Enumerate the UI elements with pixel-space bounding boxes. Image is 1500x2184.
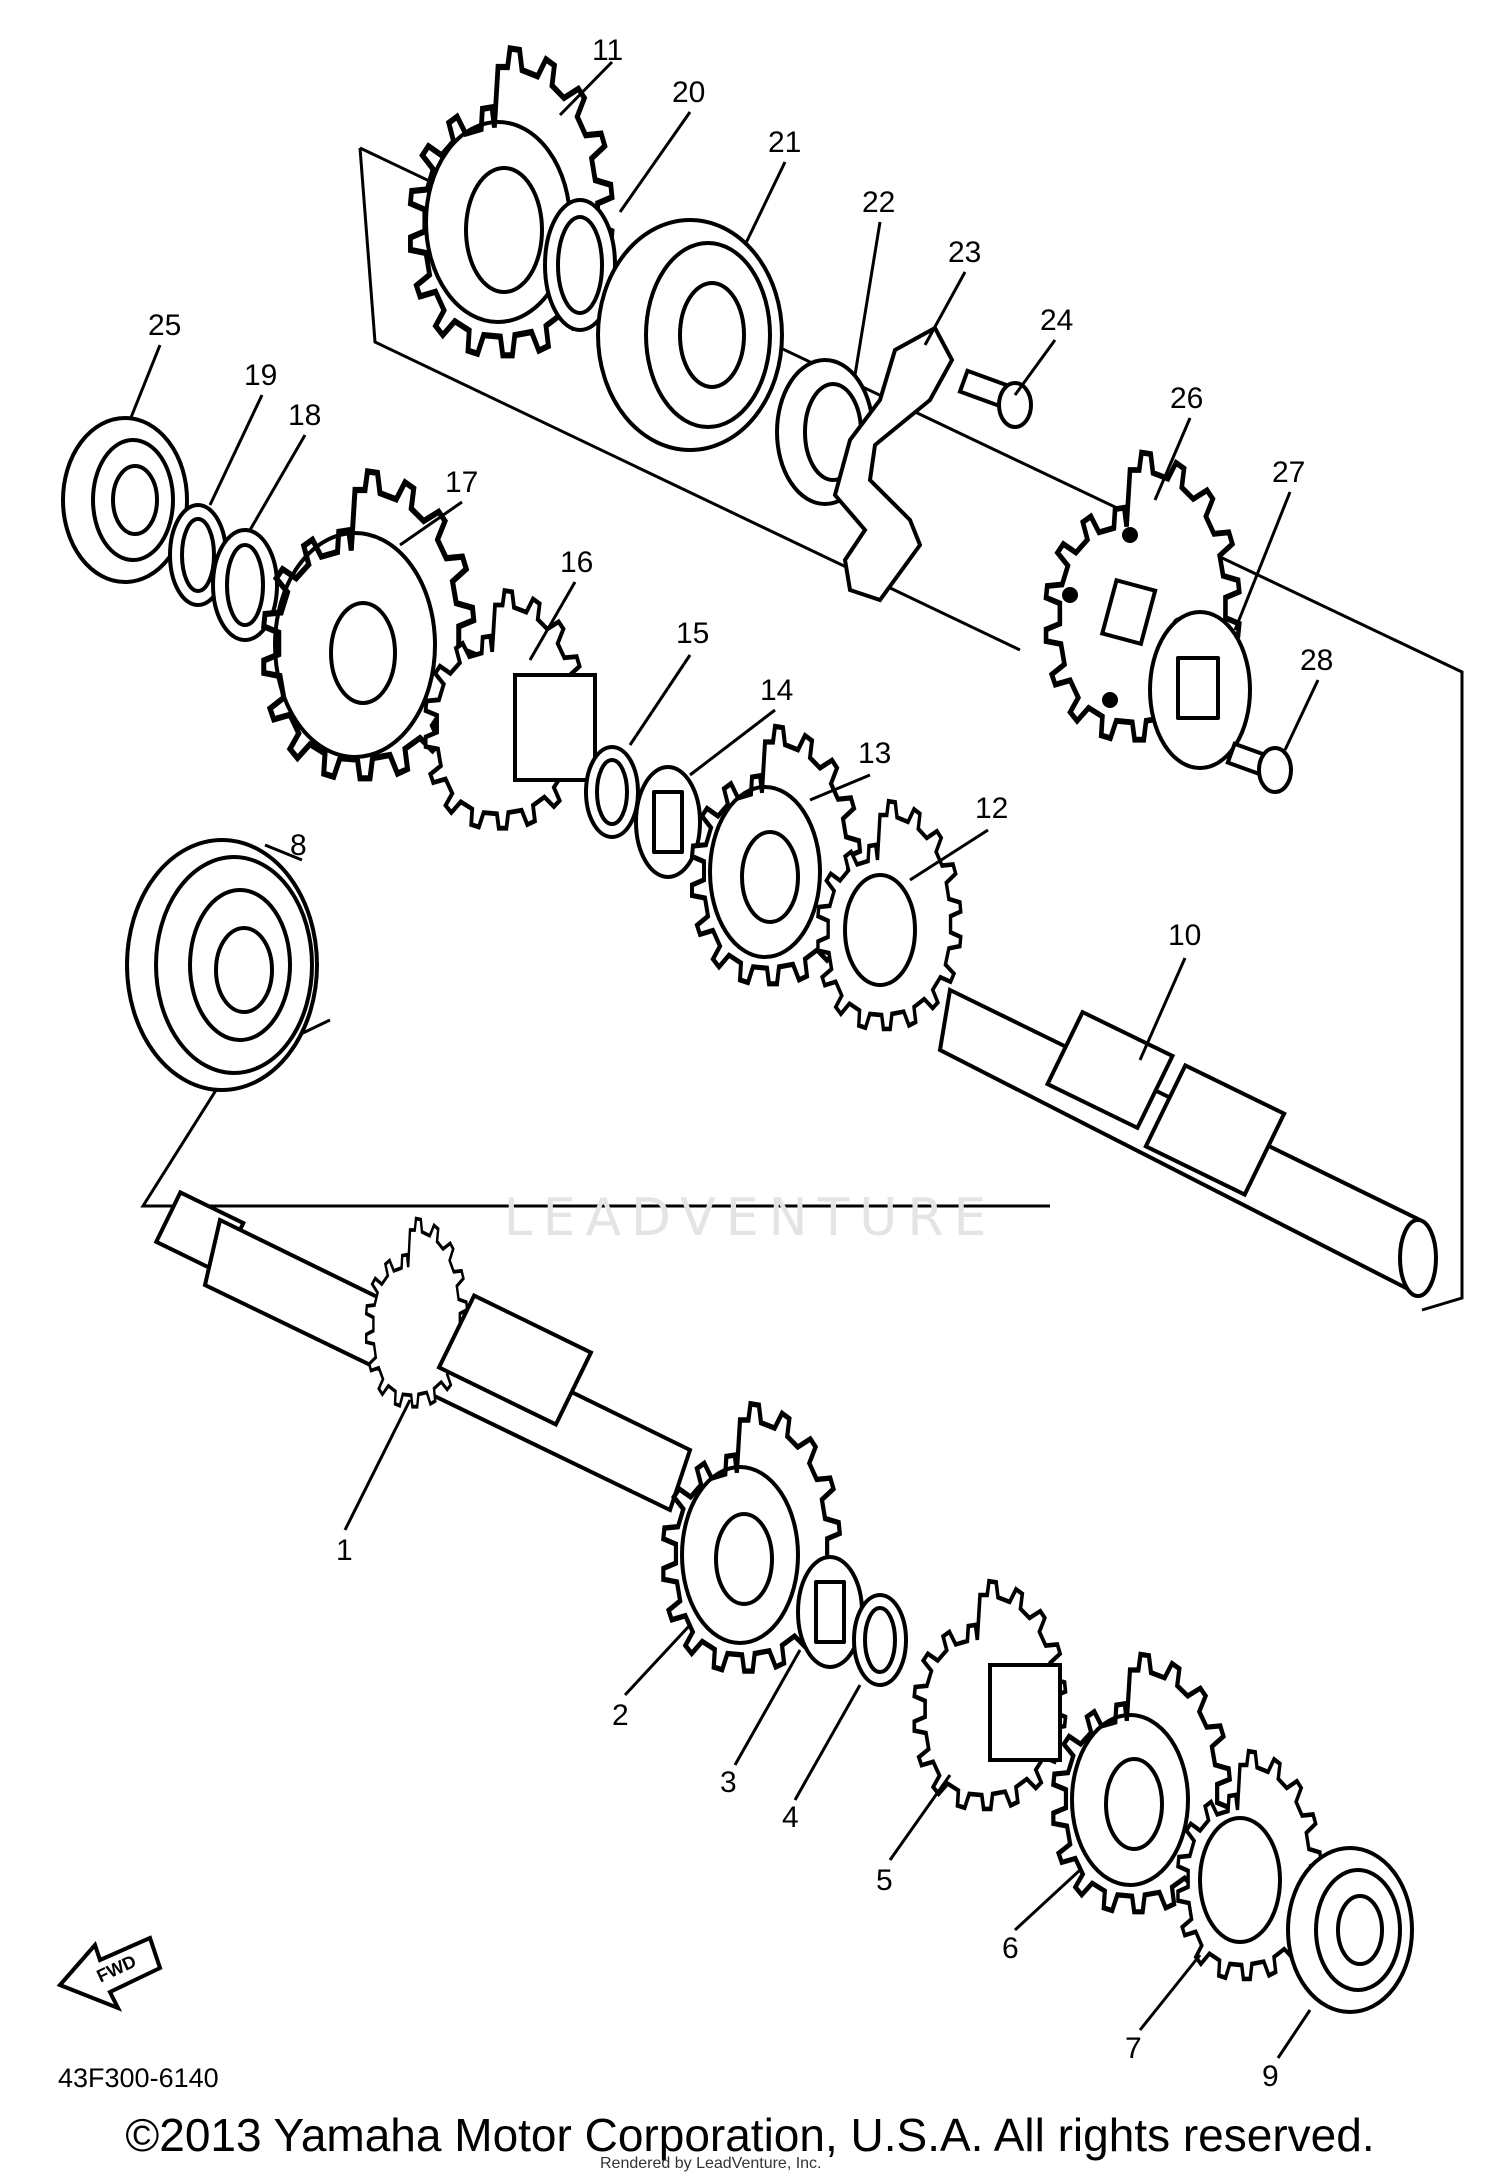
footer-note: Rendered by LeadVenture, Inc. <box>600 2155 822 2172</box>
callout-18: 18 <box>288 399 321 432</box>
callout-2: 2 <box>612 1699 629 1732</box>
washer-18 <box>211 528 279 642</box>
gear-16 <box>426 591 597 829</box>
callout-15: 15 <box>676 617 709 650</box>
washer-3 <box>796 1555 864 1669</box>
callout-25: 25 <box>148 309 181 342</box>
gear-17 <box>264 471 474 778</box>
callout-22: 22 <box>862 186 895 219</box>
callout-13: 13 <box>858 737 891 770</box>
washer-20 <box>543 198 617 332</box>
callout-12: 12 <box>975 792 1008 825</box>
callout-23: 23 <box>948 236 981 269</box>
main-axle-1 <box>153 1189 693 1513</box>
callout-3: 3 <box>720 1766 737 1799</box>
diagram-code: 43F300-6140 <box>58 2063 219 2093</box>
callout-5: 5 <box>876 1864 893 1897</box>
bolt-24 <box>957 368 1033 429</box>
callout-7: 7 <box>1125 2032 1142 2065</box>
watermark: LEADVENTURE <box>503 1188 997 1248</box>
lock-plate-23 <box>832 325 955 603</box>
callout-27: 27 <box>1272 456 1305 489</box>
gear-6 <box>1053 1654 1229 1911</box>
callout-19: 19 <box>244 359 277 392</box>
fwd-arrow-icon: FWD <box>56 1935 163 2012</box>
gear-2 <box>663 1404 839 1671</box>
callout-26: 26 <box>1170 382 1203 415</box>
gear-7 <box>1178 1751 1321 1979</box>
bearing-8 <box>125 838 319 1092</box>
callout-4: 4 <box>782 1801 799 1834</box>
callout-28: 28 <box>1300 644 1333 677</box>
circlip-4 <box>852 1593 908 1687</box>
callout-1: 1 <box>336 1534 353 1567</box>
gear-11 <box>410 48 612 355</box>
callout-6: 6 <box>1002 1932 1019 1965</box>
callout-16: 16 <box>560 546 593 579</box>
gear-5 <box>914 1581 1065 1809</box>
callout-10: 10 <box>1168 919 1201 952</box>
bolt-28 <box>1225 741 1293 794</box>
callout-14: 14 <box>760 674 793 707</box>
callout-20: 20 <box>672 76 705 109</box>
leader-lines <box>128 60 1320 2059</box>
callout-17: 17 <box>445 466 478 499</box>
copyright-notice: ©2013 Yamaha Motor Corporation, U.S.A. A… <box>125 2109 1375 2161</box>
callout-11: 11 <box>592 34 623 67</box>
sprocket-26 <box>1046 453 1239 740</box>
gear-13 <box>692 726 860 983</box>
bearing-9 <box>1286 1846 1414 2014</box>
washer-27 <box>1148 610 1252 770</box>
washer-14 <box>634 765 702 879</box>
gear-12 <box>818 801 961 1029</box>
bearing-25 <box>61 416 189 584</box>
circlip-15 <box>584 745 640 839</box>
callout-24: 24 <box>1040 304 1073 337</box>
callout-8: 8 <box>290 829 307 862</box>
callout-21: 21 <box>768 126 801 159</box>
bearing-21 <box>596 218 784 452</box>
callout-numbers: 1 2 3 4 5 6 7 8 9 10 11 12 13 14 15 16 1… <box>148 34 1333 2093</box>
callout-9: 9 <box>1262 2060 1279 2093</box>
output-shaft-10 <box>937 987 1438 1298</box>
